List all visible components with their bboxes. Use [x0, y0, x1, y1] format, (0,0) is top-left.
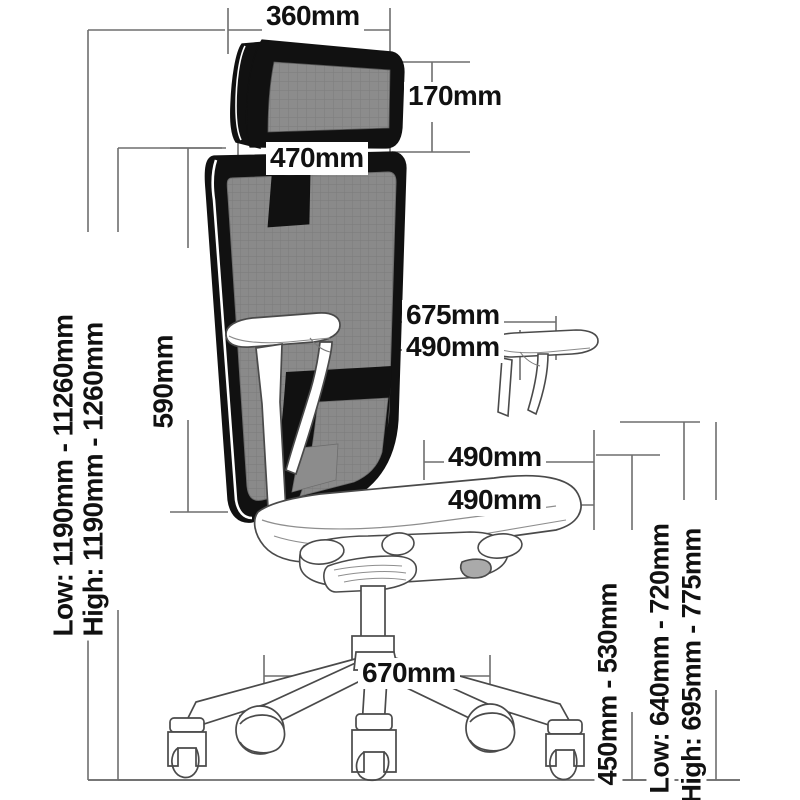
tilt-mechanism	[298, 531, 523, 593]
label-headrest-height: 170mm	[404, 81, 506, 111]
label-seat-depth-upper: 490mm	[444, 442, 546, 473]
headrest-part	[230, 39, 405, 149]
label-headrest-width: 360mm	[262, 1, 364, 31]
armrest-left	[225, 312, 341, 514]
label-seat-height-range: 450mm - 530mm	[592, 579, 622, 790]
armrest-right	[487, 329, 599, 418]
label-backrest-height: 590mm	[147, 331, 178, 433]
casters	[167, 703, 585, 782]
chair-illustration	[167, 39, 599, 782]
caster-mid-right	[465, 703, 516, 753]
label-seat-depth-lower: 490mm	[444, 485, 546, 516]
headrest-mesh	[267, 61, 391, 133]
label-armrest-inner-width: 490mm	[402, 332, 504, 363]
caster-mid-left	[235, 705, 286, 755]
label-armrest-outer-width: 675mm	[402, 300, 504, 331]
label-backrest-width: 470mm	[266, 142, 368, 175]
label-back-height-low: Low: 640mm - 720mm	[644, 519, 674, 798]
label-back-height-high: High: 695mm - 775mm	[676, 524, 706, 800]
gas-lift-cylinder	[351, 585, 395, 663]
lumbar-slot	[267, 174, 311, 228]
caster-far-right	[545, 719, 585, 781]
label-overall-height-low: Low: 1190mm - 11260mm	[47, 310, 78, 641]
label-base-width: 670mm	[358, 658, 460, 689]
caster-center	[351, 713, 397, 782]
caster-far-left	[167, 717, 207, 779]
label-overall-height-high: High: 1190mm - 1260mm	[77, 318, 108, 641]
